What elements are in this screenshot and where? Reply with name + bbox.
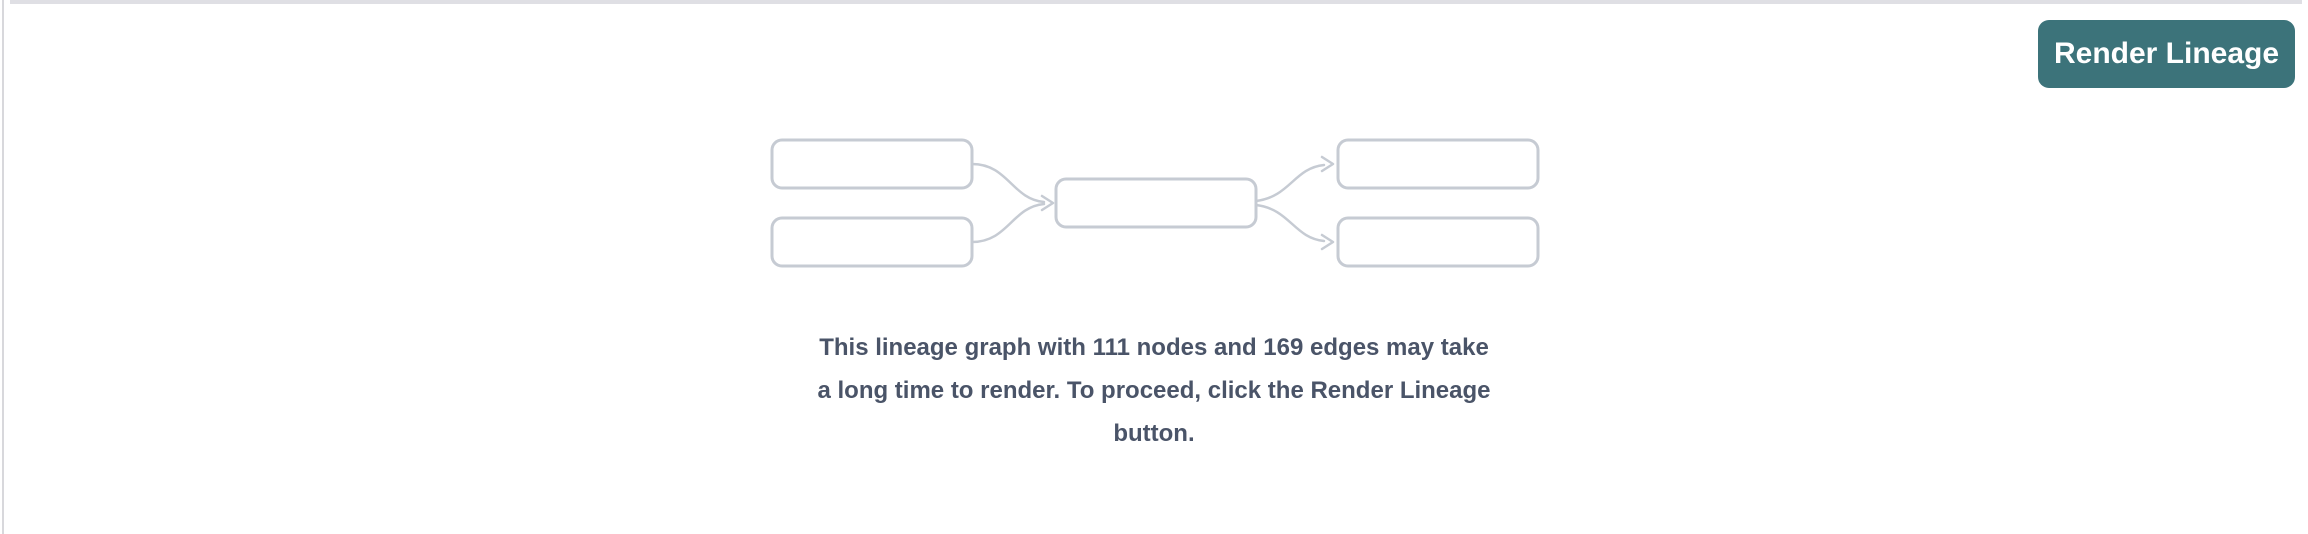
arrowhead-icon xyxy=(1320,233,1335,251)
graph-edge xyxy=(970,162,1046,204)
graph-edge xyxy=(970,202,1046,244)
graph-edge xyxy=(1254,203,1326,243)
graph-node xyxy=(1336,216,1540,268)
graph-nodes xyxy=(770,138,1540,268)
graph-edge xyxy=(1254,163,1326,203)
arrowhead-icon xyxy=(1320,155,1335,173)
graph-node xyxy=(1054,177,1258,229)
top-border-line xyxy=(10,0,2302,4)
message-line: a long time to render. To proceed, click… xyxy=(817,377,1491,404)
message-line: button. xyxy=(1113,420,1195,447)
graph-node xyxy=(1336,138,1540,190)
graph-edges xyxy=(970,155,1335,251)
graph-node xyxy=(770,138,974,190)
lineage-graph-illustration xyxy=(770,138,1540,268)
render-lineage-button[interactable]: Render Lineage xyxy=(2038,20,2295,88)
left-border-line xyxy=(2,0,4,534)
graph-node xyxy=(770,216,974,268)
message-line: This lineage graph with 111 nodes and 16… xyxy=(819,334,1489,361)
render-warning-message: This lineage graph with 111 nodes and 16… xyxy=(0,326,2308,455)
arrowhead-icon xyxy=(1040,194,1055,212)
